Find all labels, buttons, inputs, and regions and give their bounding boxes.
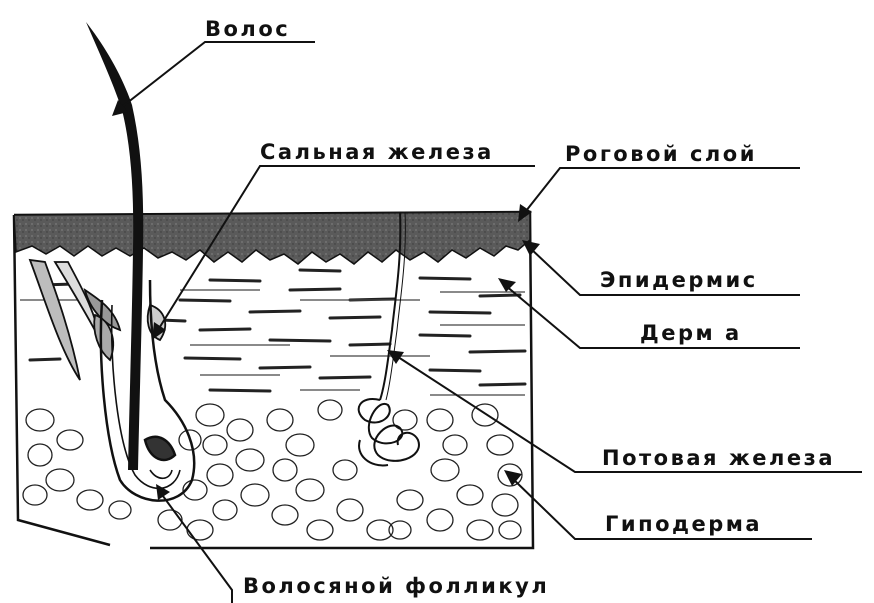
label-dermis: Дерм а bbox=[640, 321, 742, 345]
label-hair: Волос bbox=[205, 17, 290, 41]
label-stratum-corneum: Роговой слой bbox=[565, 142, 757, 166]
label-sebaceous-gland: Сальная железа bbox=[260, 140, 494, 164]
label-epidermis: Эпидермис bbox=[600, 268, 758, 292]
stratum-corneum-layer bbox=[14, 212, 530, 264]
skin-block bbox=[14, 212, 533, 548]
sebaceous-gland bbox=[30, 260, 165, 380]
label-sweat-gland: Потовая железа bbox=[602, 446, 835, 470]
hypodermis-layer bbox=[23, 400, 522, 540]
label-hypodermis: Гиподерма bbox=[605, 512, 762, 536]
label-hair-follicle: Волосяной фолликул bbox=[243, 574, 549, 598]
